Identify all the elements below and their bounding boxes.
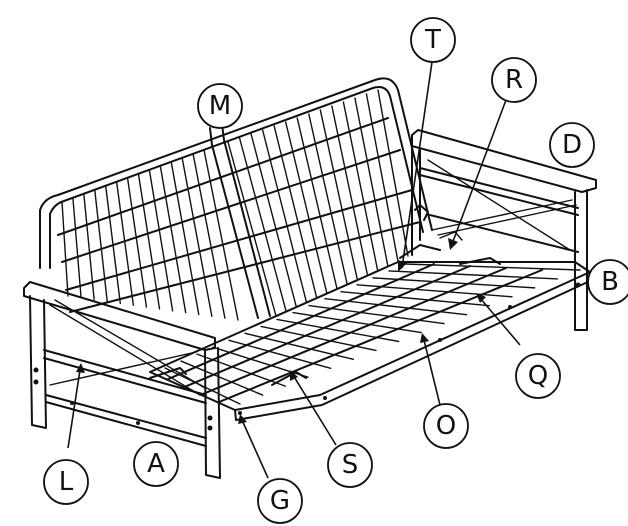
backrest-slat [159,165,187,314]
svg-text:A: A [147,449,165,479]
svg-text:B: B [601,267,619,297]
backrest-slat [203,149,239,321]
svg-text:S: S [342,450,359,480]
seat-rail [217,269,543,404]
backrest-slat [148,169,174,312]
callout-G: G [257,478,303,524]
svg-text:D: D [562,130,582,160]
backrest-slat [115,181,135,306]
backrest-slat [170,161,200,316]
backrest-slat [354,97,389,266]
svg-text:R: R [505,65,523,95]
seat-rail [183,265,471,389]
callout-R: R [491,57,537,103]
backrest-slat [296,117,338,290]
seat-slats [164,263,581,405]
svg-text:G: G [270,486,290,516]
backrest-slat [126,177,148,308]
callout-T: T [410,17,456,63]
backrest-rail [61,149,401,263]
callout-O: O [423,403,469,449]
callout-D: D [549,122,595,168]
backrest-slat [137,173,161,310]
backrest-slat [331,105,369,276]
svg-text:L: L [59,467,74,497]
backrest-slat [284,121,328,294]
leader-lines [67,61,521,479]
svg-text:O: O [436,411,456,441]
callout-A: A [133,441,179,487]
backrest-slat [342,101,379,271]
backrest-slats-right [227,89,409,317]
backrest-rail [57,117,389,236]
seat-deck [149,261,593,421]
backrest-slat [61,201,69,297]
backrest-slat [261,129,308,303]
backrest-slat [308,113,348,285]
hinge-hardware [149,204,501,386]
callout-Q: Q [515,353,561,399]
backrest-slat [94,189,108,303]
backrest-slat [250,133,298,308]
svg-text:Q: Q [528,361,548,391]
backrest-slat [273,125,318,299]
svg-text:T: T [424,25,441,55]
backrest-slat [319,109,358,280]
backrest-slat [377,89,409,257]
callout-M: M [197,83,243,129]
backrest-rail [65,189,413,291]
backrest-slat [72,197,82,299]
seat-rail [200,267,507,396]
callout-S: S [327,442,373,488]
seat-rail [166,263,435,381]
backrest-slat [181,157,213,318]
backrest-slats-left [61,149,239,321]
callout-B: B [587,259,628,305]
backrest-slat [192,153,226,319]
seat-slat [228,339,332,369]
svg-text:M: M [209,91,231,121]
callout-L: L [43,459,89,505]
backrest-frame [39,77,433,321]
backrest-slat [365,93,399,262]
